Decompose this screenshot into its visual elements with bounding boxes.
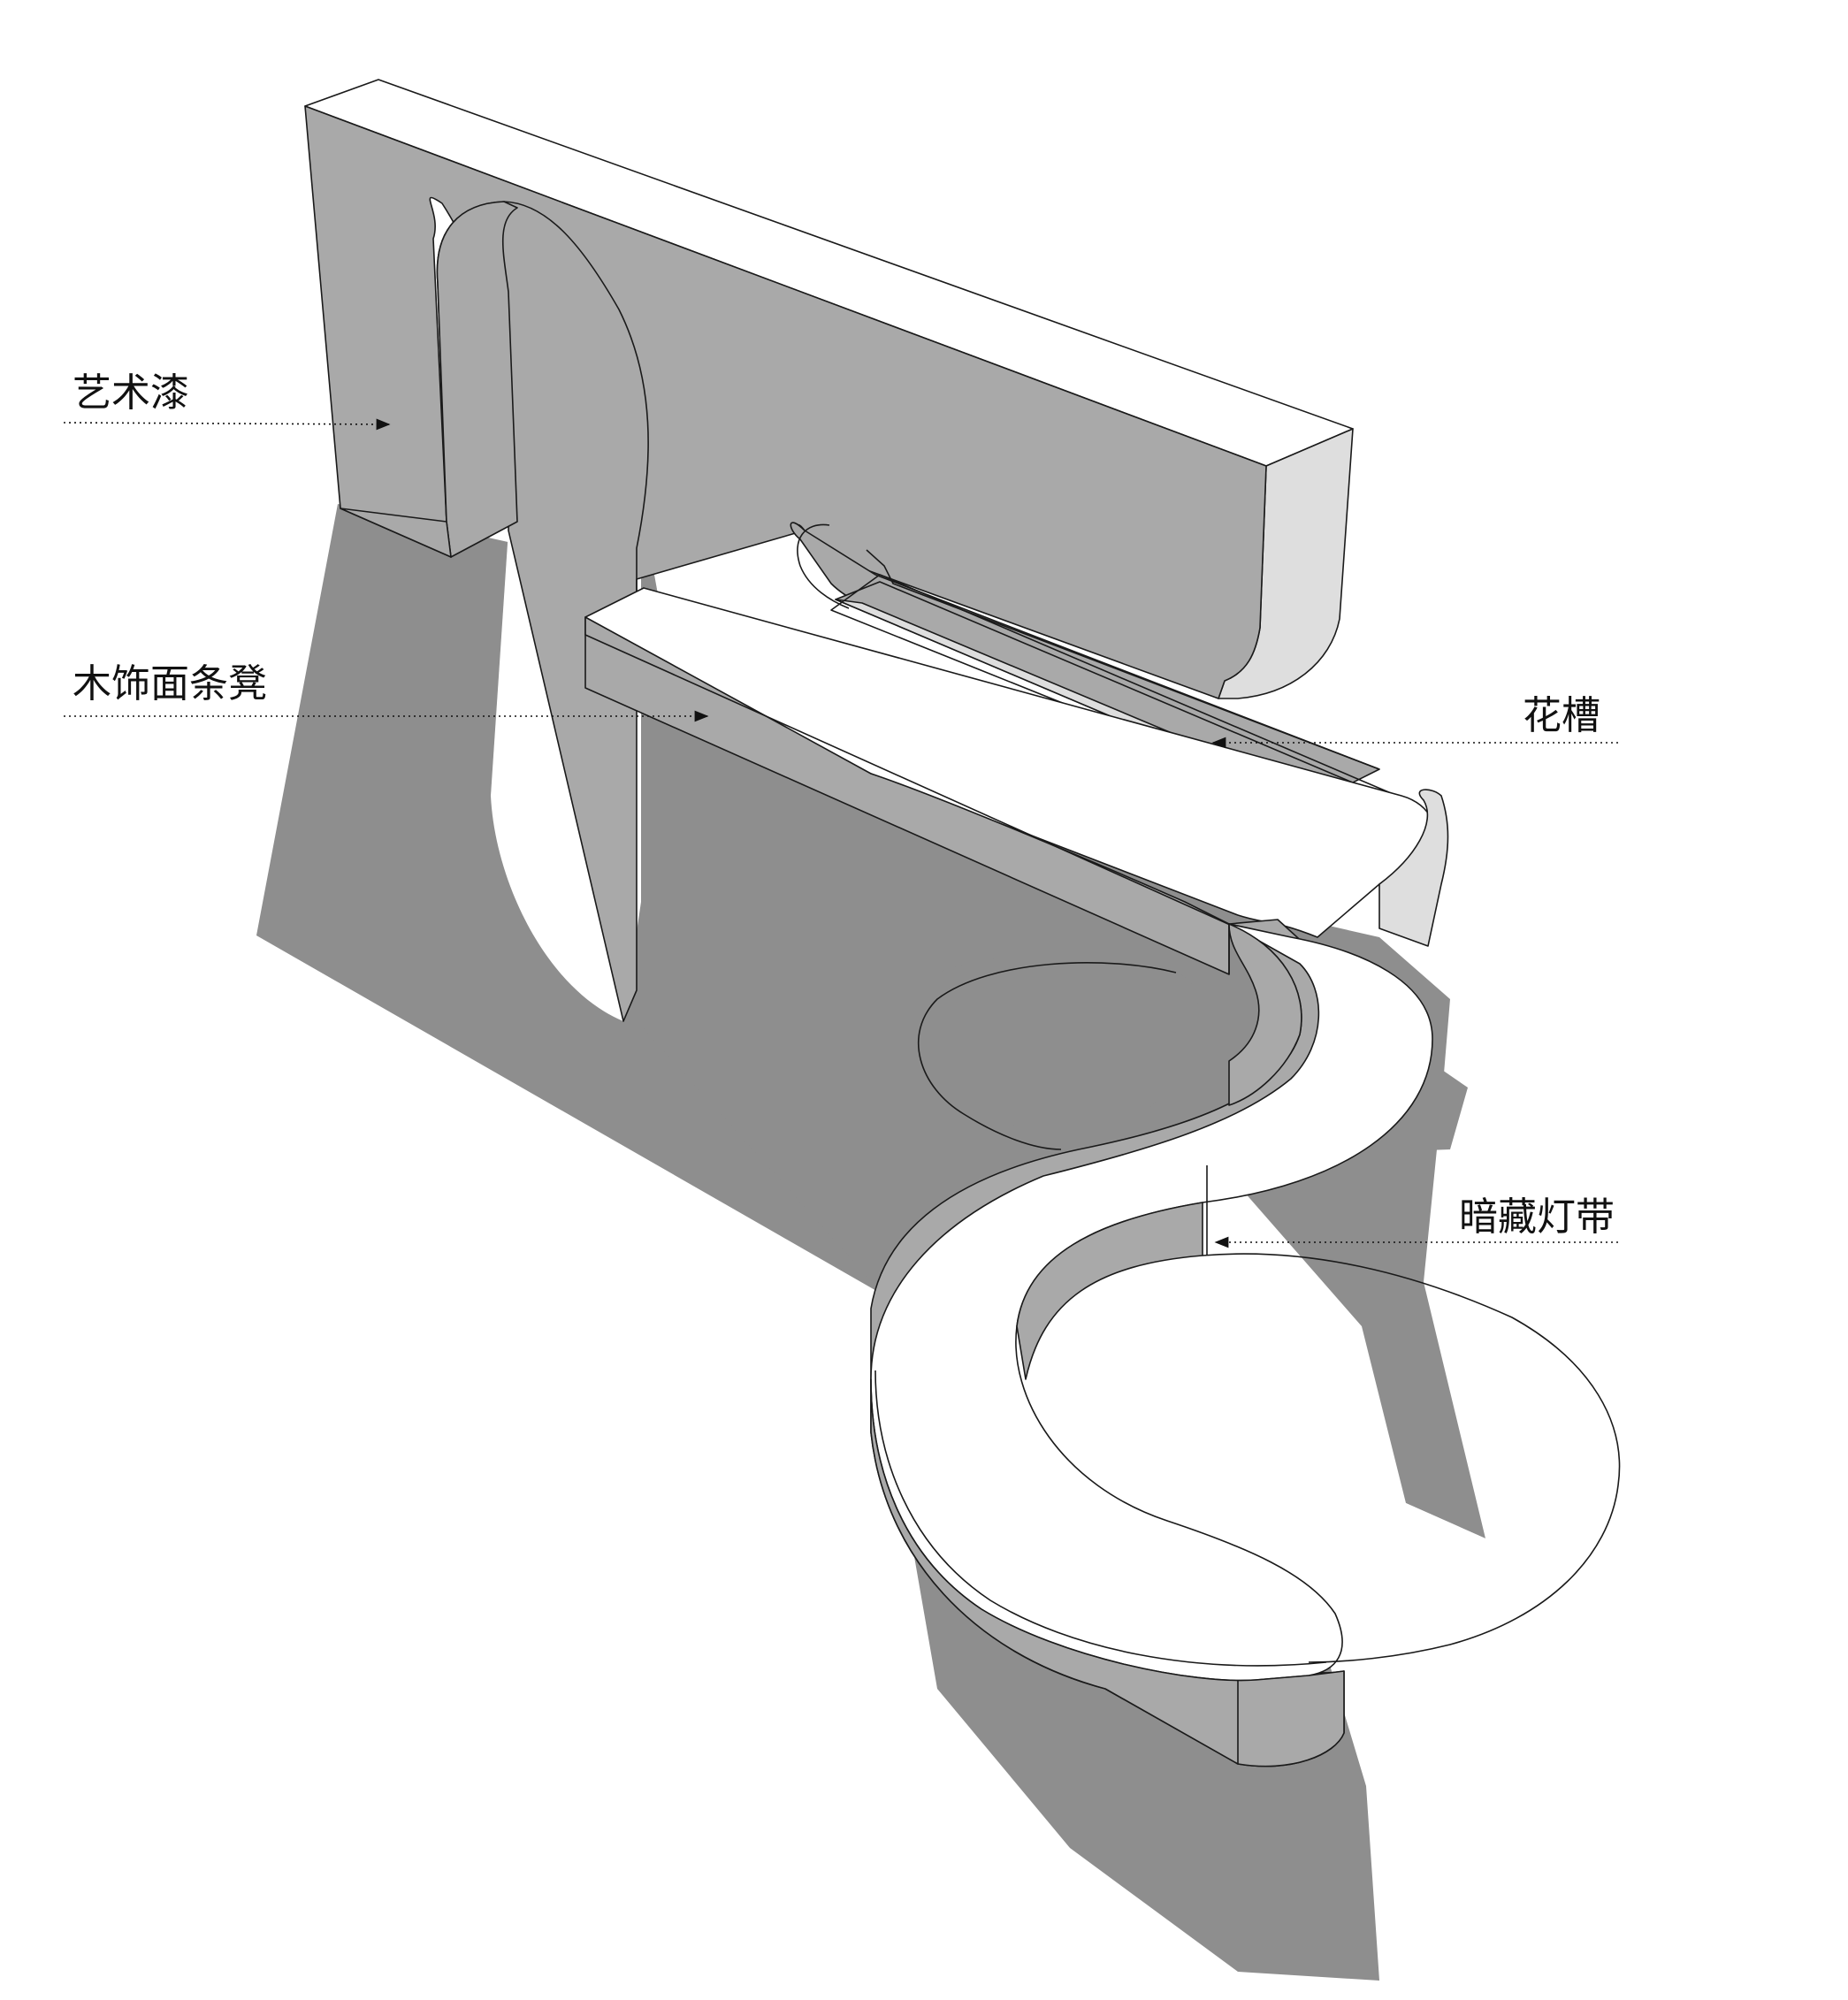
curve-lip-line bbox=[874, 1370, 1327, 1667]
art-paint-wall bbox=[304, 79, 1380, 1022]
bench-edge-line bbox=[584, 634, 1239, 929]
label-hidden-light: 暗藏灯带 bbox=[1459, 1195, 1615, 1240]
curved-bench bbox=[870, 919, 1433, 1767]
arch-inner-face bbox=[436, 201, 518, 558]
curve-inner-face-lower bbox=[1016, 1202, 1203, 1380]
bench-top-face bbox=[584, 587, 1435, 938]
label-planter: 花槽 bbox=[1523, 693, 1600, 738]
light-projections bbox=[917, 962, 1621, 1663]
wall-leg-face bbox=[340, 508, 452, 558]
slot-highlight bbox=[866, 549, 1380, 770]
lower-light-ellipse bbox=[1202, 1253, 1621, 1663]
slot-edge bbox=[797, 523, 850, 609]
leader-art-paint bbox=[63, 418, 391, 431]
upper-light-ellipse bbox=[917, 962, 1177, 1150]
curve-front-face-lower bbox=[870, 1378, 1345, 1767]
ground-light-patch bbox=[1103, 1432, 1485, 1614]
label-art-paint: 艺术漆 bbox=[73, 370, 189, 416]
curve-inner-face-upper bbox=[1228, 923, 1302, 1106]
leader-lines bbox=[63, 418, 1618, 1248]
curve-top-face bbox=[870, 923, 1433, 1682]
bench-end-face bbox=[1378, 789, 1449, 947]
label-wood-bench: 木饰面条凳 bbox=[73, 661, 267, 706]
wood-bench bbox=[584, 587, 1449, 975]
